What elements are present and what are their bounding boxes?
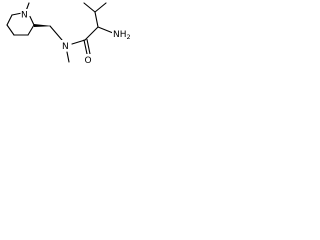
ring-nitrogen-atom: N [20,9,29,21]
amide-nitrogen-atom: N [61,40,70,52]
carbonyl-bond-line-a [83,39,88,55]
ring-bond-n-c2 [29,15,35,26]
amide-nitrogen-label: N [62,42,69,52]
ring-bond-c4-c5 [6,24,15,36]
carbonyl-bond-line-b [86,38,91,55]
amide-n-methyl-bond [66,51,70,63]
amino-subscript-text: 2 [127,33,131,41]
amino-group-label: NH2 [113,30,131,41]
carbonyl-oxygen-label: O [85,56,92,66]
amino-group-atom: NH2 [112,28,134,41]
ring-bond-c6-n [11,12,23,16]
carbonyl-double-bond [83,38,91,55]
ch2-to-amide-n-bond [49,25,63,41]
stereo-wedge-bond [34,24,50,27]
amino-nh-text: NH [113,30,127,40]
ring-bond-c5-c6 [6,14,13,26]
valine-side-chain [83,2,114,41]
ring-bond-c2-c3 [27,24,35,36]
beta-to-methyl-left-bond [83,2,96,13]
amide-n-to-carbonyl-bond [71,39,86,45]
beta-to-methyl-right-bond [94,2,107,13]
chemical-structure-diagram: N N NH2 O [6,2,134,66]
carbonyl-to-alpha-bond [84,26,99,41]
linker-bonds [49,25,86,63]
alpha-to-beta-bond [94,11,99,28]
carbonyl-oxygen-atom: O [84,54,93,66]
alpha-to-amino-bond [97,26,114,34]
ring-nitrogen-label: N [21,11,28,21]
